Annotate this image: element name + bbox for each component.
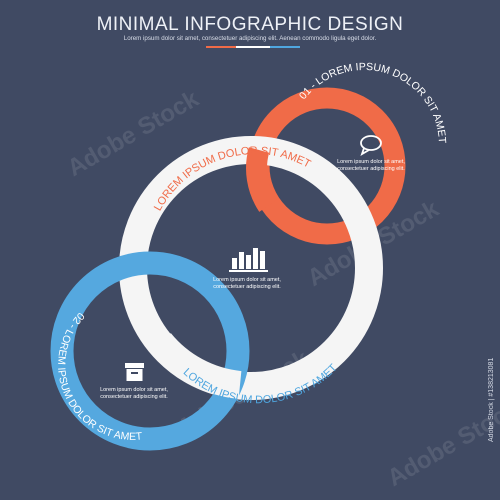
page-title: MINIMAL INFOGRAPHIC DESIGN [96,14,404,35]
accent-line-white [236,46,270,48]
accent-line-blue [270,46,300,48]
step-01-caption-line2: consectetuer adipiscing elit. [337,166,405,172]
step-center-caption-line1: Lorem ipsum dolor sit amet, [213,277,281,283]
step-01-caption-line1: Lorem ipsum dolor sit amet, [337,159,405,165]
blue-ring [50,251,250,451]
white-ring-overlap [149,332,242,399]
speech-bubble-icon [360,135,382,156]
white-ring-label-top: LOREM IPSUM DOLOR SIT AMET [152,145,313,213]
step-02-caption-line1: Lorem ipsum dolor sit amet, [100,387,168,393]
archive-box-icon [125,363,144,381]
step-02-caption-line2: consectetuer adipiscing elit. [100,394,168,400]
page-subtitle: Lorem ipsum dolor sit amet, consectetuer… [123,35,377,42]
orange-ring-overlap [246,147,277,212]
stock-id: Adobe Stock | #138213081 [488,357,495,443]
step-center-caption-line2: consectetuer adipiscing elit. [213,284,281,290]
accent-line-orange [206,46,236,48]
bar-chart-icon [229,248,268,272]
